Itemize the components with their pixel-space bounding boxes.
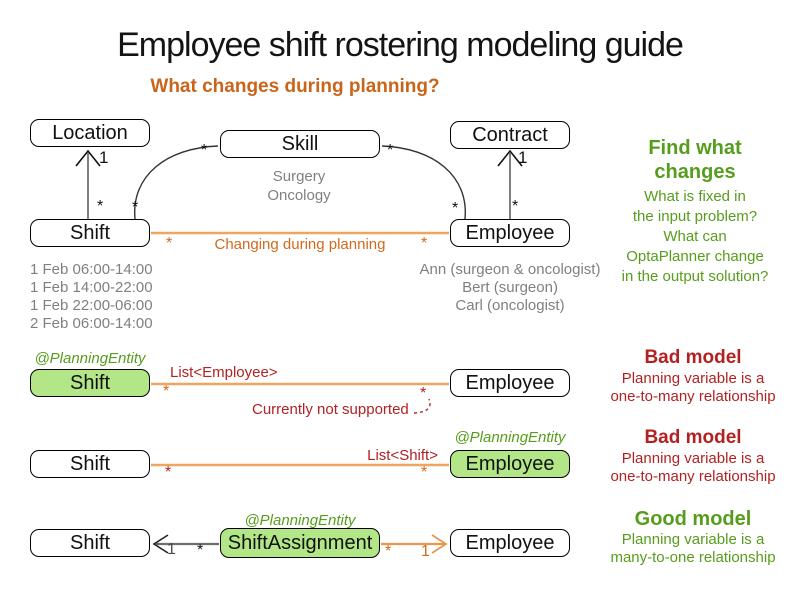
bad2-verdict-block: Bad model Planning variable is a one-to-… (598, 428, 788, 486)
bad1-desc-line: Planning variable is a (621, 370, 765, 387)
find-what-changes-block: Find what changes What is fixed in the i… (595, 137, 795, 287)
good-desc-line: many-to-one relationship (610, 549, 776, 566)
bad1-right-multiplicity-many: * (420, 385, 427, 402)
employee-box: Employee (450, 219, 570, 247)
good-verdict-block: Good model Planning variable is a many-t… (598, 509, 788, 567)
employee-contract-multiplicity-many: * (512, 198, 519, 215)
subtitle: What changes during planning? (150, 76, 440, 97)
skill-examples: Surgery Oncology (220, 167, 378, 205)
contract-multiplicity-one: 1 (518, 148, 528, 167)
shift-time-item: 1 Feb 14:00-22:00 (30, 279, 153, 296)
bad1-employee-box-label: Employee (465, 371, 555, 394)
good-shift-box-label: Shift (69, 531, 111, 554)
good-shift-box: Shift (30, 529, 150, 557)
bad2-heading: Bad model (644, 427, 742, 448)
skill-box: Skill (220, 130, 380, 158)
shift-skill-curve (134, 145, 219, 220)
shift-location-multiplicity-many: * (97, 198, 104, 215)
bad2-planning-entity-annotation: @PlanningEntity (454, 429, 566, 446)
good-shift-multiplicity-one: 1 (167, 541, 176, 558)
bad2-right-multiplicity-many: * (421, 464, 428, 481)
bad2-desc-line: one-to-many relationship (610, 468, 776, 485)
page-title: Employee shift rostering modeling guide (117, 26, 684, 64)
bad1-verdict-block: Bad model Planning variable is a one-to-… (598, 348, 788, 406)
bad2-relation-label: List<Shift> (367, 447, 438, 464)
find-line: OptaPlanner change (626, 248, 764, 265)
good-assignment-right-multiplicity-many: * (385, 543, 392, 560)
location-box-label: Location (52, 121, 128, 144)
assignment-employee-arrowhead-icon (431, 534, 448, 554)
employee-skill-multiplicity-many: * (452, 200, 459, 217)
location-multiplicity-one: 1 (99, 148, 109, 167)
good-assignment-left-multiplicity-many: * (197, 542, 204, 559)
find-heading-line2: changes (654, 161, 736, 183)
shift-time-item: 1 Feb 22:00-06:00 (30, 297, 153, 314)
shift-time-item: 1 Feb 06:00-14:00 (30, 261, 153, 278)
association-right-multiplicity-many: * (421, 235, 428, 252)
bad1-shift-box-label: Shift (69, 371, 111, 394)
find-line: What can (663, 228, 727, 245)
skill-right-multiplicity-many: * (387, 142, 394, 159)
skill-left-multiplicity-many: * (201, 142, 208, 159)
shift-skill-multiplicity-many: * (132, 199, 139, 216)
bad1-not-supported-note: Currently not supported (252, 401, 409, 418)
good-employee-box: Employee (450, 529, 570, 557)
shift-time-item: 2 Feb 06:00-14:00 (30, 315, 153, 332)
bad2-employee-box: Employee (450, 450, 570, 478)
find-line: What is fixed in (644, 188, 746, 205)
find-line: the input problem? (632, 208, 758, 225)
location-box: Location (30, 119, 150, 147)
good-planning-entity-annotation: @PlanningEntity (244, 512, 356, 529)
contract-box: Contract (450, 121, 570, 149)
shift-box-label: Shift (69, 221, 111, 244)
bad1-heading: Bad model (644, 347, 742, 368)
association-label: Changing during planning (214, 236, 386, 253)
bad1-desc-line: one-to-many relationship (610, 388, 776, 405)
skill-example-item: Oncology (267, 187, 331, 204)
good-employee-box-label: Employee (465, 531, 555, 554)
bad2-desc-line: Planning variable is a (621, 450, 765, 467)
employee-item: Bert (surgeon) (462, 279, 558, 296)
find-heading-line1: Find what (648, 137, 742, 159)
bad1-left-multiplicity-many: * (163, 383, 170, 400)
assignment-shift-arrowhead-icon (152, 534, 169, 554)
bad2-left-multiplicity-many: * (165, 464, 172, 481)
bad1-shift-box: Shift (30, 369, 150, 397)
employee-contract-arrowhead-icon (497, 149, 523, 167)
employee-item: Ann (surgeon & oncologist) (419, 261, 601, 278)
good-heading: Good model (634, 508, 752, 530)
bad1-employee-box: Employee (450, 369, 570, 397)
bad1-planning-entity-annotation: @PlanningEntity (34, 350, 146, 367)
shift-location-arrowhead-icon (75, 149, 101, 167)
association-left-multiplicity-many: * (166, 235, 173, 252)
bad1-note-dashed-curve (413, 398, 431, 414)
good-desc-line: Planning variable is a (621, 531, 765, 548)
shift-box: Shift (30, 219, 150, 247)
good-employee-multiplicity-one: 1 (421, 543, 430, 560)
bad1-relation-label: List<Employee> (170, 364, 278, 381)
employee-instances: Ann (surgeon & oncologist) Bert (surgeon… (410, 261, 610, 315)
bad2-shift-box-label: Shift (69, 452, 111, 475)
employee-box-label: Employee (465, 221, 555, 244)
skill-box-label: Skill (281, 132, 319, 155)
shift-assignment-box: ShiftAssignment (220, 528, 380, 558)
bad2-shift-box: Shift (30, 450, 150, 478)
employee-skill-curve (381, 145, 466, 220)
shift-instances: 1 Feb 06:00-14:00 1 Feb 14:00-22:00 1 Fe… (30, 261, 153, 333)
bad2-employee-box-label: Employee (465, 452, 555, 475)
shift-assignment-box-label: ShiftAssignment (227, 531, 373, 554)
contract-box-label: Contract (472, 123, 548, 146)
skill-example-item: Surgery (272, 168, 326, 185)
find-line: in the output solution? (621, 268, 769, 285)
employee-item: Carl (oncologist) (455, 297, 565, 314)
